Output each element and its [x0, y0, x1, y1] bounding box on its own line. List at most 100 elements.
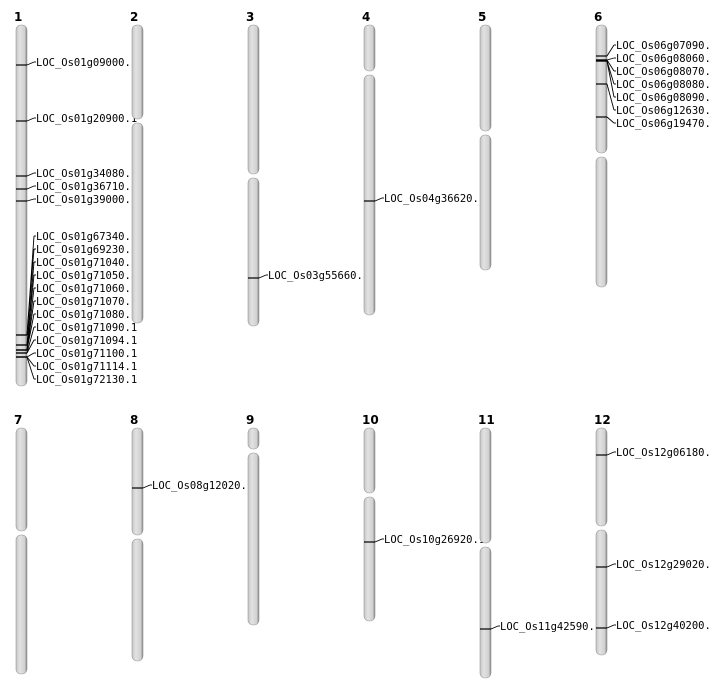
gene-marker: LOC_Os01g39000.1	[16, 194, 137, 206]
chromosome-arm-q	[595, 529, 608, 656]
gene-connector	[606, 563, 615, 568]
chromosome-5: 5	[478, 10, 492, 271]
gene-marker: LOC_Os06g19470.1	[596, 116, 712, 130]
gene-connector	[26, 356, 35, 367]
chromosome-7: 7	[14, 413, 28, 675]
chromosome-label: 12	[594, 413, 611, 427]
gene-connector	[374, 197, 383, 202]
chromosome-2: 2	[130, 10, 144, 324]
gene-marker: LOC_Os06g12630.1	[596, 83, 712, 117]
gene-connector	[26, 185, 35, 190]
gene-marker: LOC_Os01g71080.1	[16, 309, 137, 351]
gene-label: LOC_Os08g12020.1	[152, 480, 253, 492]
gene-label: LOC_Os01g71090.1	[36, 322, 137, 334]
gene-label: LOC_Os01g71040.1	[36, 257, 137, 269]
gene-connector	[490, 625, 499, 630]
gene-connector	[142, 484, 151, 489]
gene-marker: LOC_Os06g08070.1	[596, 59, 712, 78]
gene-connector	[606, 44, 615, 57]
gene-marker: LOC_Os06g08090.1	[596, 60, 712, 104]
gene-marker: LOC_Os12g29020.1	[596, 559, 712, 571]
gene-label: LOC_Os06g08090.1	[616, 92, 712, 104]
chromosome-arm-q	[15, 534, 28, 675]
gene-label: LOC_Os06g12630.1	[616, 105, 712, 117]
gene-label: LOC_Os06g07090.1	[616, 40, 712, 52]
gene-label: LOC_Os01g34080.1	[36, 168, 137, 180]
chromosome-arm-p	[131, 24, 144, 120]
gene-label: LOC_Os11g42590.1	[500, 621, 601, 633]
chromosome-arm-q	[247, 177, 260, 327]
gene-connector	[26, 356, 35, 380]
chromosome-label: 3	[246, 10, 254, 24]
chromosome-arm-q	[363, 74, 376, 316]
chromosome-arm-p	[15, 427, 28, 532]
gene-marker: LOC_Os10g26920.1	[364, 534, 485, 546]
gene-marker: LOC_Os08g12020.1	[132, 480, 253, 492]
gene-connector	[606, 59, 615, 72]
gene-label: LOC_Os06g19470.1	[616, 118, 712, 130]
gene-connector	[26, 172, 35, 177]
chromosome-label: 2	[130, 10, 138, 24]
gene-connector	[26, 352, 35, 358]
gene-label: LOC_Os10g26920.1	[384, 534, 485, 546]
gene-marker: LOC_Os06g08060.1	[596, 53, 712, 65]
gene-marker: LOC_Os01g71100.1	[16, 348, 137, 360]
gene-label: LOC_Os01g71080.1	[36, 309, 137, 321]
gene-marker: LOC_Os11g42590.1	[480, 621, 601, 633]
gene-marker: LOC_Os01g09000.1	[16, 57, 137, 69]
gene-connector	[26, 61, 35, 66]
gene-label: LOC_Os03g55660.1	[268, 270, 369, 282]
chromosome-label: 4	[362, 10, 370, 24]
chromosome-arm-p	[595, 24, 608, 154]
gene-label: LOC_Os04g36620.1	[384, 193, 485, 205]
gene-connector	[26, 313, 35, 351]
gene-marker: LOC_Os01g71094.1	[16, 335, 137, 354]
gene-label: LOC_Os01g71070.1	[36, 296, 137, 308]
gene-label: LOC_Os01g72130.1	[36, 374, 137, 386]
chromosome-arm-q	[131, 538, 144, 662]
chromosome-label: 6	[594, 10, 602, 24]
chromosome-label: 8	[130, 413, 138, 427]
chromosome-6: 6LOC_Os06g07090.1LOC_Os06g08060.1LOC_Os0…	[594, 10, 712, 288]
gene-marker: LOC_Os01g20900.1	[16, 113, 137, 125]
chromosome-arm-q	[131, 122, 144, 324]
gene-connector	[26, 339, 35, 354]
gene-label: LOC_Os01g71100.1	[36, 348, 137, 360]
gene-marker: LOC_Os01g72130.1	[16, 356, 137, 386]
gene-label: LOC_Os01g71060.1	[36, 283, 137, 295]
gene-marker: LOC_Os03g55660.1	[248, 270, 369, 282]
gene-connector	[258, 274, 267, 279]
chromosome-arm-p	[15, 24, 28, 387]
gene-connector	[606, 116, 615, 124]
chromosome-label: 10	[362, 413, 379, 427]
gene-label: LOC_Os01g69230.1	[36, 244, 137, 256]
gene-connector	[26, 117, 35, 122]
gene-marker: LOC_Os04g36620.1	[364, 193, 485, 205]
chromosome-arm-q	[247, 452, 260, 626]
chromosome-label: 11	[478, 413, 495, 427]
gene-marker: LOC_Os12g40200.1	[596, 620, 712, 632]
chromosome-arm-p	[595, 427, 608, 527]
gene-label: LOC_Os01g67340.1	[36, 231, 137, 243]
gene-label: LOC_Os01g71094.1	[36, 335, 137, 347]
chromosome-arm-p	[479, 427, 492, 544]
chromosome-arm-q	[479, 134, 492, 271]
gene-marker: LOC_Os12g06180.1	[596, 447, 712, 459]
chromosome-arm-q	[363, 496, 376, 622]
gene-label: LOC_Os12g06180.1	[616, 447, 712, 459]
gene-label: LOC_Os01g71050.1	[36, 270, 137, 282]
chromosome-arm-p	[363, 427, 376, 494]
gene-connector	[606, 83, 615, 111]
gene-marker: LOC_Os06g07090.1	[596, 40, 712, 57]
gene-connector	[606, 451, 615, 456]
gene-marker: LOC_Os01g69230.1	[16, 244, 137, 336]
gene-label: LOC_Os01g09000.1	[36, 57, 137, 69]
gene-connector	[606, 624, 615, 629]
gene-label: LOC_Os01g20900.1	[36, 113, 137, 125]
gene-connector	[26, 248, 35, 336]
gene-label: LOC_Os12g40200.1	[616, 620, 712, 632]
